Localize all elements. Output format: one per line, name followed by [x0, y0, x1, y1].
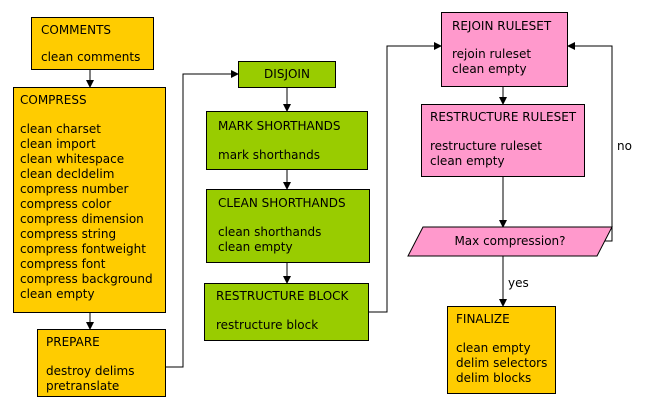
node-restructure-block-title: RESTRUCTURE BLOCK — [216, 289, 349, 303]
node-comments-title: COMMENTS — [41, 23, 112, 37]
edge-label-no: no — [617, 139, 632, 153]
node-mark-shorthands-title: MARK SHORTHANDS — [218, 119, 341, 133]
node-clean-shorthands: CLEAN SHORTHANDS clean shorthands clean … — [206, 189, 370, 263]
node-clean-shorthands-title: CLEAN SHORTHANDS — [218, 196, 346, 210]
node-compress: COMPRESS clean charset clean import clea… — [13, 87, 166, 313]
node-prepare-title: PREPARE — [46, 335, 100, 349]
node-rejoin-ruleset-items: rejoin ruleset clean empty — [452, 47, 532, 76]
node-clean-shorthands-items: clean shorthands clean empty — [218, 225, 322, 254]
node-prepare-items: destroy delims pretranslate — [46, 364, 135, 393]
node-finalize-items: clean empty delim selectors delim blocks — [456, 341, 548, 385]
node-disjoin: DISJOIN — [238, 61, 336, 88]
node-comments-items: clean comments — [41, 50, 141, 64]
node-restructure-ruleset-title: RESTRUCTURE RULESET — [430, 110, 577, 124]
decision-max-compression-label: Max compression? — [454, 234, 566, 248]
arrow-prepare-to-disjoin — [166, 70, 239, 368]
node-restructure-ruleset-items: restructure ruleset clean empty — [430, 139, 542, 168]
node-compress-title: COMPRESS — [20, 93, 87, 107]
node-finalize: FINALIZE clean empty delim selectors del… — [447, 306, 556, 394]
edge-label-yes: yes — [508, 276, 529, 290]
node-comments: COMMENTS clean comments — [31, 17, 154, 70]
node-rejoin-ruleset-title: REJOIN RULESET — [452, 19, 552, 33]
node-mark-shorthands-items: mark shorthands — [218, 148, 321, 162]
node-rejoin-ruleset: REJOIN RULESET rejoin ruleset clean empt… — [441, 12, 568, 87]
node-disjoin-title: DISJOIN — [264, 67, 310, 81]
node-compress-items: clean charset clean import clean whitesp… — [20, 122, 153, 301]
node-restructure-block-items: restructure block — [216, 318, 319, 332]
node-finalize-title: FINALIZE — [456, 312, 510, 326]
node-prepare: PREPARE destroy delims pretranslate — [37, 329, 166, 397]
arrow-restructure-block-to-rejoin — [369, 42, 442, 313]
node-restructure-ruleset: RESTRUCTURE RULESET restructure ruleset … — [421, 104, 585, 177]
node-restructure-block: RESTRUCTURE BLOCK restructure block — [204, 283, 369, 341]
node-mark-shorthands: MARK SHORTHANDS mark shorthands — [206, 111, 368, 170]
decision-max-compression-shape — [407, 226, 613, 257]
